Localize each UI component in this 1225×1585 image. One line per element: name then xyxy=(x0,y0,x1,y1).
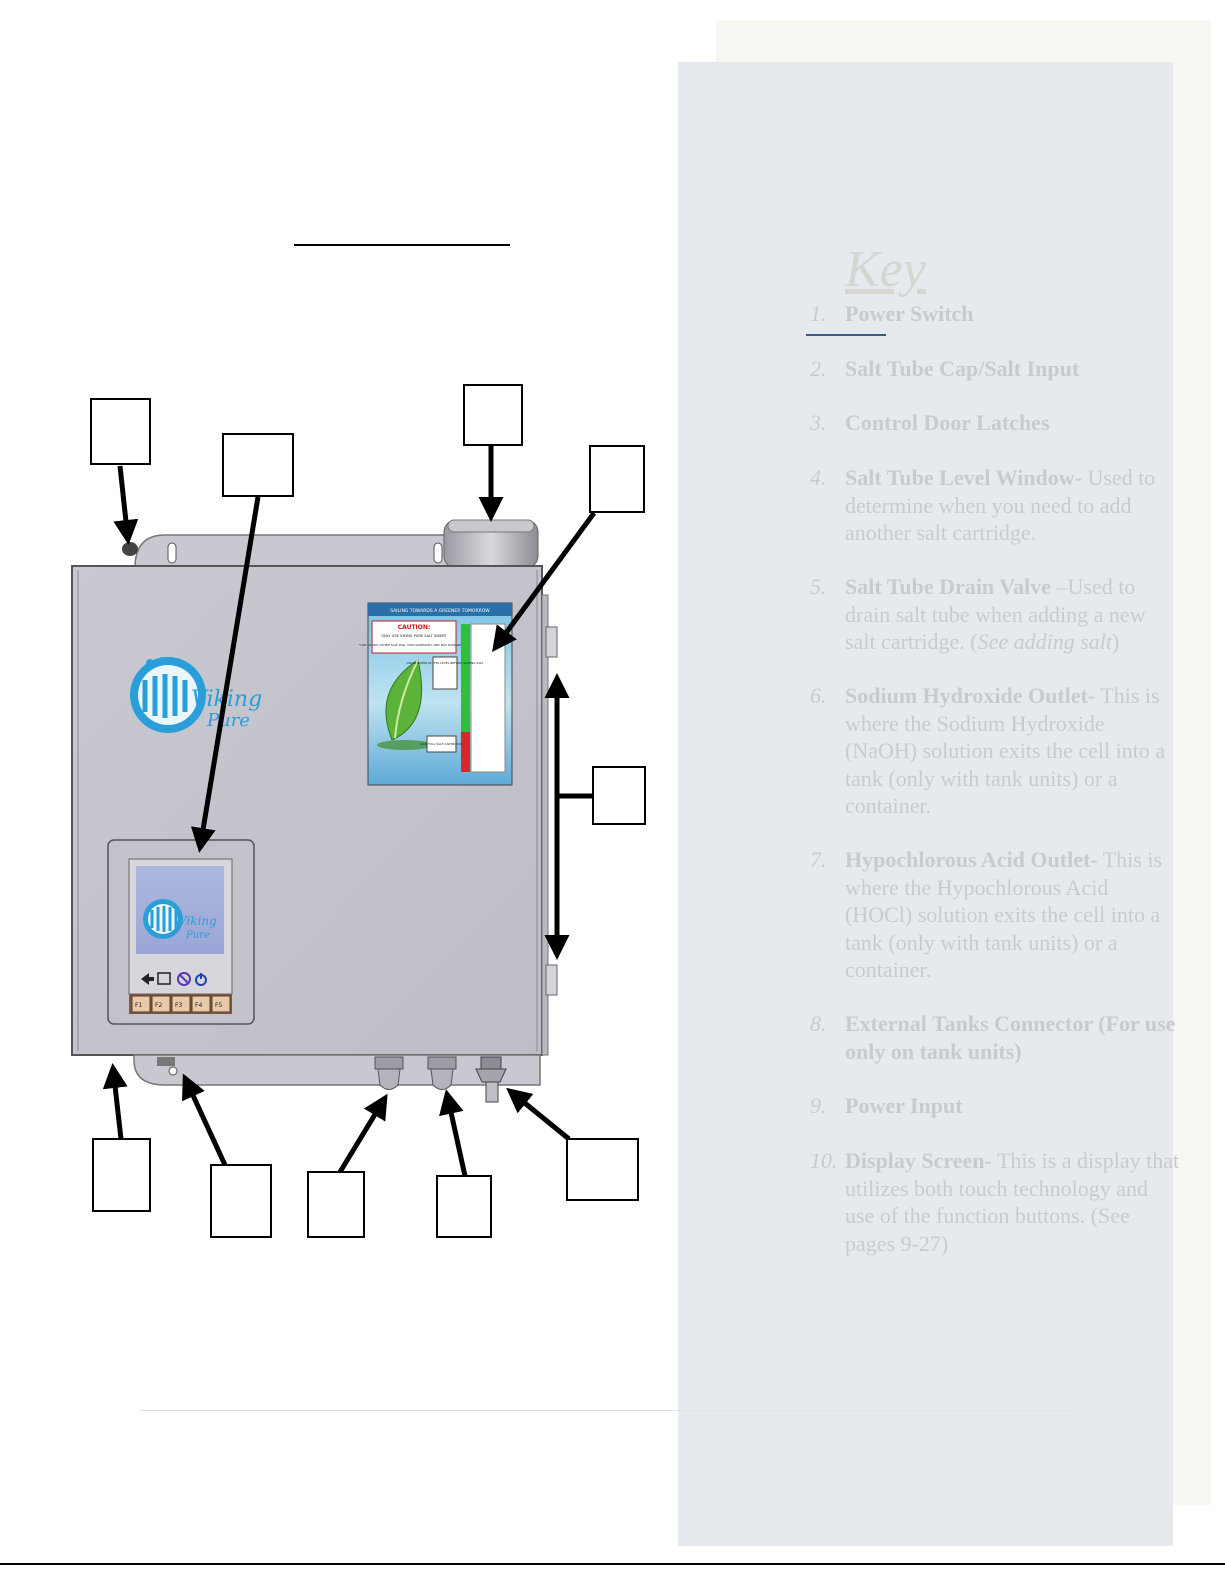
arrow-salt-level-window xyxy=(492,511,597,653)
arrow-hocl-outlet xyxy=(439,1089,468,1177)
stop-icon xyxy=(177,972,191,986)
key-item-2: 2. Salt Tube Cap/Salt Input xyxy=(810,355,1180,383)
key-item-1: 1. Power Switch xyxy=(810,300,1180,328)
function-key-label: F5 xyxy=(215,1002,222,1009)
key-item-heading: Hypochlorous Acid Outlet- xyxy=(845,847,1098,872)
label-mid-note: DRAIN WATER IN THIS LEVEL BEFORE ADDING … xyxy=(406,661,483,665)
function-key-f4 xyxy=(191,995,211,1013)
callout-box-display-screen xyxy=(222,433,294,497)
key-item-heading: External Tanks Connector (For use only o… xyxy=(845,1011,1176,1064)
key-item-heading: Salt Tube Level Window- xyxy=(845,465,1082,490)
key-item-reference: See adding salt xyxy=(977,629,1112,654)
function-key-row: F1 F2 F3 F4 F5 xyxy=(129,994,232,1014)
key-item-description: –Used to drain salt tube when adding a n… xyxy=(845,574,1146,654)
arrow-display-screen xyxy=(190,496,261,853)
door-latch-top xyxy=(545,626,558,658)
key-item-number: 2. xyxy=(810,356,827,381)
label-caution-text-2: *USE OF ANY OTHER SALT WILL VOID WARRANT… xyxy=(359,643,470,647)
key-item-heading: Power Input xyxy=(845,1093,963,1118)
key-item-heading: Salt Tube Drain Valve xyxy=(845,574,1052,599)
power-input xyxy=(157,1057,175,1066)
title-underline xyxy=(294,244,510,246)
key-item-3: 3. Control Door Latches xyxy=(810,409,1180,437)
arrow-power-input xyxy=(102,1063,128,1140)
callout-arrows xyxy=(102,446,597,1177)
label-caution-text-1: ONLY USE VIKING PURE SALT INSERT xyxy=(381,634,447,638)
external-tanks-connector xyxy=(475,1056,507,1103)
key-item-number: 7. xyxy=(810,847,827,872)
device-diagram: Viking Pure Viking Pure F1 F2 F3 F4 F5 xyxy=(71,446,597,1177)
key-item-heading: Control Door Latches xyxy=(845,410,1050,435)
back-icon xyxy=(141,973,154,985)
key-item-heading: Power Switch xyxy=(845,301,974,326)
salt-level-window xyxy=(470,623,506,773)
label-caution: CAUTION: xyxy=(398,624,431,631)
function-key-label: F2 xyxy=(155,1002,162,1009)
key-item-7: 7. Hypochlorous Acid Outlet- This is whe… xyxy=(810,846,1180,984)
screen-icon-row xyxy=(141,972,207,986)
key-panel xyxy=(678,62,1173,1546)
key-item-number: 3. xyxy=(810,410,827,435)
callout-box-hocl-outlet xyxy=(436,1175,492,1238)
screen-logo-text-viking: Viking xyxy=(178,914,217,928)
key-item-description: - This is a display that utilizes both t… xyxy=(845,1148,1180,1256)
key-item-description: This is where the Hypochlorous Acid (HOC… xyxy=(845,847,1163,982)
function-key-label: F4 xyxy=(195,1002,202,1009)
function-key-f1 xyxy=(131,995,151,1013)
key-item-heading: Display Screen xyxy=(845,1148,985,1173)
salt-level-window-label: SAILING TOWARDS A GREENER TOMORROW CAUTI… xyxy=(359,602,513,786)
screen-logo-text-pure: Pure xyxy=(185,930,210,941)
key-item-4: 4. Salt Tube Level Window- Used to deter… xyxy=(810,464,1180,547)
callout-box-power-switch xyxy=(90,398,151,465)
callout-box-naoh-outlet xyxy=(307,1171,365,1238)
callout-box-door-latches xyxy=(592,766,646,825)
door-latch-bottom xyxy=(545,964,558,996)
function-key-f3 xyxy=(171,995,191,1013)
function-key-label: F1 xyxy=(135,1002,142,1009)
key-item-number: 10. xyxy=(810,1148,838,1173)
key-item-number: 8. xyxy=(810,1011,827,1036)
key-item-10: 10. Display Screen- This is a display th… xyxy=(810,1147,1180,1257)
key-item-9: 9. Power Input xyxy=(810,1092,1180,1120)
callout-box-drain-valve xyxy=(210,1164,272,1238)
arrow-drain-valve xyxy=(181,1073,228,1167)
arrow-naoh-outlet xyxy=(337,1093,388,1174)
callout-box-power-input xyxy=(92,1138,151,1212)
key-title: Key xyxy=(845,241,926,298)
callout-box-salt-tube-cap xyxy=(463,384,523,446)
function-key-f2 xyxy=(151,995,171,1013)
function-key-f5 xyxy=(211,995,231,1013)
key-item-heading: Salt Tube Cap/Salt Input xyxy=(845,356,1080,381)
top-flange xyxy=(134,534,461,569)
top-slot-right xyxy=(433,542,443,564)
callout-box-tanks-connector xyxy=(566,1138,639,1201)
screen-logo: Viking Pure xyxy=(143,899,217,941)
key-item-5: 5. Salt Tube Drain Valve –Used to drain … xyxy=(810,573,1180,656)
key-item-6: 6. Sodium Hydroxide Outlet- This is wher… xyxy=(810,682,1180,820)
key-item-description: Used to determine when you need to add a… xyxy=(845,465,1156,545)
key-item-number: 5. xyxy=(810,574,827,599)
top-slot-left xyxy=(167,542,177,564)
power-switch xyxy=(122,542,138,556)
alarm-icon xyxy=(157,972,171,985)
key-item-heading: Sodium Hydroxide Outlet- xyxy=(845,683,1096,708)
key-item-8: 8. External Tanks Connector (For use onl… xyxy=(810,1010,1180,1065)
key-item-number: 1. xyxy=(810,301,827,326)
callout-box-salt-level-window xyxy=(589,445,645,513)
key-item-description: This is where the Sodium Hydroxide (NaOH… xyxy=(845,683,1166,818)
sodium-hydroxide-outlet xyxy=(374,1056,404,1090)
key-item-number: 4. xyxy=(810,465,827,490)
logo-text-pure: Pure xyxy=(206,710,250,731)
footer-rule xyxy=(140,1410,1072,1411)
label-low-note: ADD FULL SALT CARTRIDGE xyxy=(420,742,461,746)
function-key-label: F3 xyxy=(175,1002,182,1009)
arrow-tanks-connector xyxy=(506,1087,571,1141)
key-item-number: 9. xyxy=(810,1093,827,1118)
page-bottom-rule xyxy=(0,1563,1225,1565)
label-banner: SAILING TOWARDS A GREENER TOMORROW xyxy=(390,608,490,614)
key-item-description-tail: ) xyxy=(1112,629,1120,654)
key-underline xyxy=(806,334,886,336)
key-item-number: 6. xyxy=(810,683,827,708)
arrow-power-switch xyxy=(113,465,139,545)
